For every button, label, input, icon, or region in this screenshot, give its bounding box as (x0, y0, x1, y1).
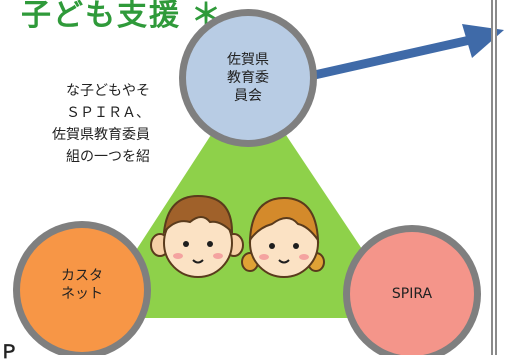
bottom-text-fragment: Ｐ (0, 342, 18, 363)
node-label-left: カスタ ネット (61, 268, 103, 302)
body-line: 佐賀県教育委員 (52, 127, 150, 143)
circle-left (20, 228, 144, 352)
right-border-inner (493, 0, 495, 355)
page-title: 子ども支援 ＊ (0, 0, 225, 36)
circle-right (350, 232, 474, 355)
arrow-line (309, 35, 471, 81)
body-line: ＳＰＩＲＡ、 (66, 105, 150, 121)
title-text: 子ども支援 (21, 0, 181, 33)
body-line: 組の一つを紹 (66, 149, 150, 165)
node-label-right: SPIRA (391, 286, 433, 302)
children-icon (150, 194, 325, 278)
arrow-head-icon (462, 24, 504, 58)
node-label-top: 佐賀県 教育委 員会 (227, 52, 269, 104)
body-line: な子どもやそ (66, 83, 150, 99)
body-paragraph: な子どもやそ ＳＰＩＲＡ、 佐賀県教育委員 組の一つを紹 (0, 80, 150, 168)
relationship-diagram (13, 9, 504, 355)
circle-top (186, 16, 310, 140)
